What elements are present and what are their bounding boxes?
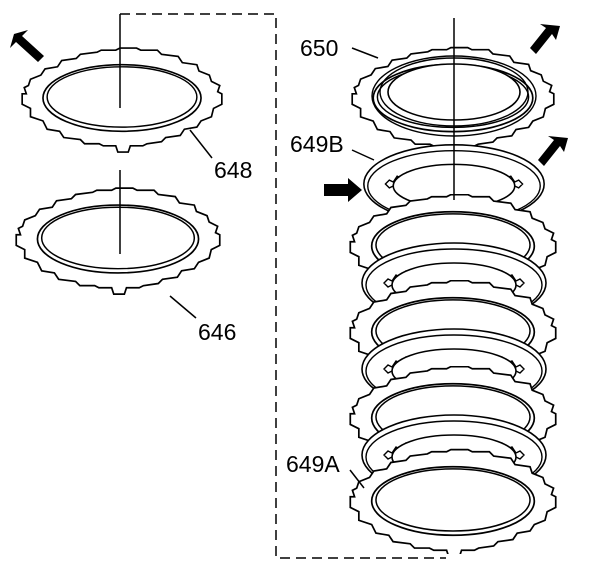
leader-649a <box>349 469 365 489</box>
plate-stack <box>349 194 557 554</box>
leader-649b <box>351 149 375 161</box>
arrow-icon <box>538 136 568 166</box>
label-649b: 649B <box>290 131 344 157</box>
plate-648 <box>21 14 223 154</box>
dashed-bracket <box>120 13 446 559</box>
label-649a: 649A <box>286 451 340 477</box>
arrow-icon <box>530 24 560 54</box>
label-650: 650 <box>300 35 338 61</box>
arrow-icon <box>10 30 44 62</box>
plate-646 <box>15 170 221 296</box>
leader-650 <box>351 47 379 59</box>
arrow-icon <box>324 178 362 202</box>
plate-650 <box>351 46 555 154</box>
label-646: 646 <box>198 319 236 345</box>
label-648: 648 <box>214 157 252 183</box>
leader-648 <box>189 129 213 159</box>
leader-646 <box>169 295 197 319</box>
